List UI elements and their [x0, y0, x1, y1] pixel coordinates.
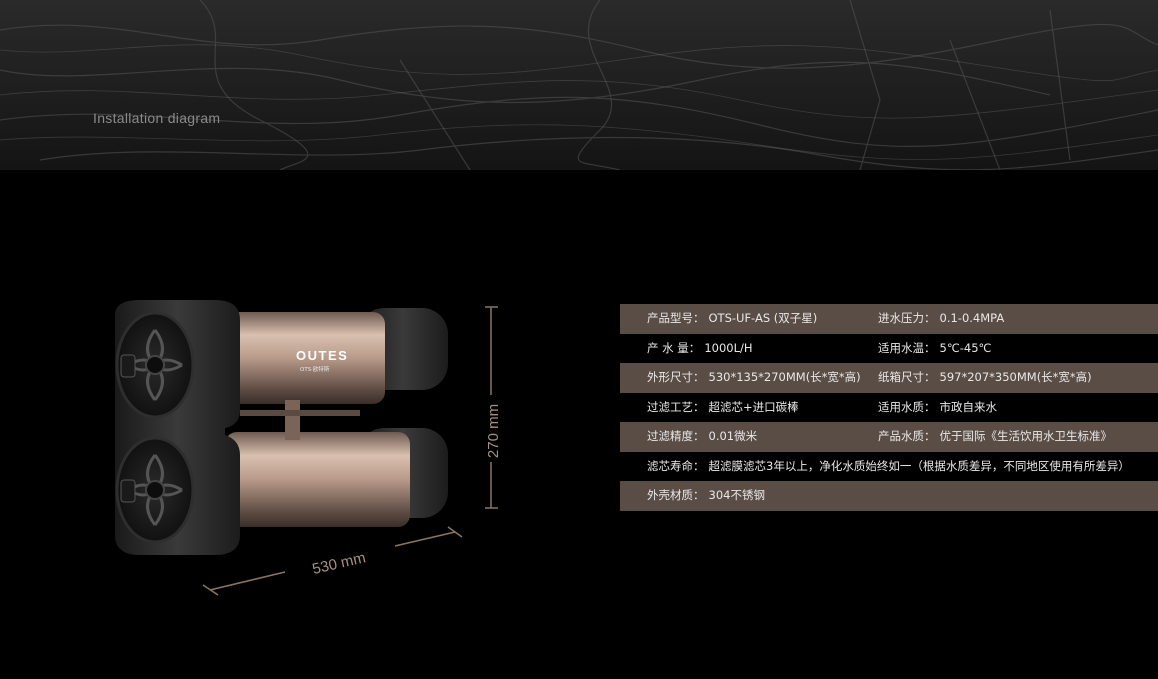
spec-value: 1000L/H: [704, 340, 753, 355]
spec-value: 0.1-0.4MPA: [939, 311, 1005, 325]
spec-value: OTS-UF-AS (双子星): [708, 311, 818, 325]
spec-key: 适用水温：: [878, 340, 936, 355]
spec-key: 纸箱尺寸：: [878, 370, 936, 384]
texture-background: [0, 0, 1158, 170]
spec-row: 过滤精度：0.01微米 产品水质：优于国际《生活饮用水卫生标准》: [620, 422, 1158, 452]
spec-key: 外壳材质：: [647, 488, 705, 502]
spec-value: 超滤芯+进口碳棒: [708, 399, 799, 414]
spec-key: 产品水质：: [878, 429, 936, 443]
spec-key: 适用水质：: [878, 399, 936, 414]
spec-value: 超滤膜滤芯3年以上，净化水质始终如一（根据水质差异，不同地区使用有所差异）: [708, 458, 1130, 473]
brand-sub-logo: OTS·欧特斯: [300, 365, 330, 373]
spec-key: 过滤工艺：: [647, 399, 705, 414]
banner-title: Installation diagram: [93, 110, 221, 126]
width-dimension-line: [202, 526, 463, 596]
spec-value: 304不锈钢: [708, 488, 765, 502]
spec-table: 产品型号：OTS-UF-AS (双子星) 进水压力：0.1-0.4MPA 产 水…: [620, 304, 1158, 511]
spec-row: 过滤工艺：超滤芯+进口碳棒 适用水质：市政自来水: [620, 393, 1158, 423]
spec-value: 0.01微米: [708, 429, 758, 443]
spec-key: 外形尺寸：: [647, 370, 705, 384]
product-illustration: OUTES OTS·欧特斯 270 mm 530 mm: [0, 170, 600, 675]
spec-key: 滤芯寿命：: [647, 458, 705, 473]
spec-key: 产品型号：: [647, 311, 705, 325]
height-dimension-label: 270 mm: [485, 404, 502, 458]
spec-value: 优于国际《生活饮用水卫生标准》: [939, 429, 1113, 443]
main-section: OUTES OTS·欧特斯 270 mm 530 mm 产品型号：OTS-UF-…: [0, 170, 1158, 675]
water-purifier-image: OUTES OTS·欧特斯 270 mm 530 mm: [115, 300, 502, 596]
spec-value: 597*207*350MM(长*宽*高): [939, 370, 1092, 384]
spec-key: 过滤精度：: [647, 429, 705, 443]
spec-row: 产品型号：OTS-UF-AS (双子星) 进水压力：0.1-0.4MPA: [620, 304, 1158, 334]
brand-logo: OUTES: [296, 348, 348, 363]
height-dimension-line: [485, 306, 498, 509]
spec-row: 滤芯寿命：超滤膜滤芯3年以上，净化水质始终如一（根据水质差异，不同地区使用有所差…: [620, 452, 1158, 482]
spec-key: 产 水 量：: [647, 340, 701, 355]
width-dimension-label: 530 mm: [311, 549, 368, 578]
spec-row: 外壳材质：304不锈钢: [620, 481, 1158, 511]
spec-value: 5℃-45℃: [939, 340, 992, 355]
header-banner: Installation diagram: [0, 0, 1158, 170]
spec-value: 市政自来水: [939, 399, 998, 414]
spec-key: 进水压力：: [878, 311, 936, 325]
spec-row: 外形尺寸：530*135*270MM(长*宽*高) 纸箱尺寸：597*207*3…: [620, 363, 1158, 393]
spec-value: 530*135*270MM(长*宽*高): [708, 370, 861, 384]
spec-row: 产 水 量：1000L/H 适用水温：5℃-45℃: [620, 334, 1158, 364]
